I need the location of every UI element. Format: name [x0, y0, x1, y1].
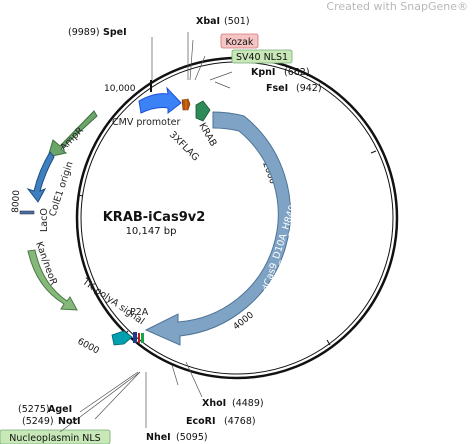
p2a-dark-block	[133, 332, 137, 343]
kozak-box: Kozak	[220, 33, 259, 49]
tick-label-10000: 10,000	[104, 84, 136, 94]
kpni-position: (662)	[284, 67, 310, 78]
tick-label-8000: 8000	[11, 189, 22, 213]
p2a-red-block	[138, 333, 140, 343]
tick-label-6000: 6000	[76, 337, 101, 357]
p2a-green-block	[141, 333, 144, 343]
cole1-origin-label: ColE1 origin	[47, 160, 75, 218]
agei-name: AgeI	[48, 404, 72, 415]
laco-marker	[19, 210, 35, 215]
site-nhei[interactable]: NheI (5095)	[146, 432, 208, 443]
krab-arrow	[195, 100, 211, 122]
xhoi-position: (4489)	[232, 398, 264, 409]
ecori-position: (4768)	[224, 416, 256, 427]
tick-4000: 4000	[232, 310, 331, 346]
tick-10000: 10,000	[104, 84, 136, 94]
site-spei[interactable]: (9989) SpeI	[68, 27, 127, 38]
nhei-position: (5095)	[176, 432, 208, 443]
site-ecori[interactable]: EcoRI (4768)	[186, 416, 256, 427]
sv40-nls1-box: SV40 NLS1	[231, 49, 293, 64]
3xflag-label: 3XFLAG	[167, 129, 201, 163]
spei-position: (9989)	[68, 27, 100, 38]
ampr-label: AmpR	[58, 125, 86, 153]
site-xhoi[interactable]: XhoI (4489)	[202, 398, 264, 409]
spei-name: SpeI	[103, 27, 127, 38]
fsei-position: (942)	[296, 83, 322, 94]
cmv-promoter-label: CMV promoter	[112, 117, 181, 128]
dcas9-arrow	[144, 111, 291, 346]
fsei-name: FseI	[266, 83, 288, 94]
kpni-name: KpnI	[251, 67, 275, 78]
noti-name: NotI	[58, 416, 81, 427]
kan-neor-arrow	[27, 249, 78, 311]
site-agei[interactable]: (5275) AgeI	[18, 404, 72, 415]
site-noti[interactable]: (5249) NotI	[22, 416, 81, 427]
leader-lines-bottom	[59, 361, 203, 433]
ampr-arrow	[47, 110, 98, 158]
kozak-label: Kozak	[226, 37, 254, 48]
xbai-name: XbaI	[196, 16, 220, 27]
p2a-label: P2A	[130, 307, 149, 318]
p2a-arrow	[111, 330, 133, 346]
xbai-position: (501)	[224, 16, 250, 27]
site-fsei[interactable]: FseI (942)	[266, 83, 322, 94]
ecori-name: EcoRI	[186, 416, 216, 427]
agei-position: (5275)	[18, 404, 50, 415]
sv40-nls1-label: SV40 NLS1	[236, 52, 288, 63]
nucleoplasmin-nls-box: Nucleoplasmin NLS	[0, 429, 111, 444]
cole1-origin-arrow	[26, 151, 55, 203]
laco-label: LacO	[39, 208, 50, 232]
nhei-name: NheI	[146, 432, 171, 443]
snapgene-watermark: Created with SnapGene®	[326, 0, 468, 13]
leader-lines-top	[151, 32, 233, 89]
plasmid-name: KRAB-iCas9v2	[103, 210, 206, 225]
nucleoplasmin-nls-label: Nucleoplasmin NLS	[9, 433, 100, 444]
site-kpni[interactable]: KpnI (662)	[251, 67, 310, 78]
plasmid-size: 10,147 bp	[126, 226, 177, 237]
xhoi-name: XhoI	[202, 398, 226, 409]
site-xbai[interactable]: XbaI (501)	[196, 16, 250, 27]
noti-position: (5249)	[22, 416, 54, 427]
cmv-promoter-arrow	[138, 86, 182, 115]
tick-8000: 8000	[11, 189, 84, 213]
